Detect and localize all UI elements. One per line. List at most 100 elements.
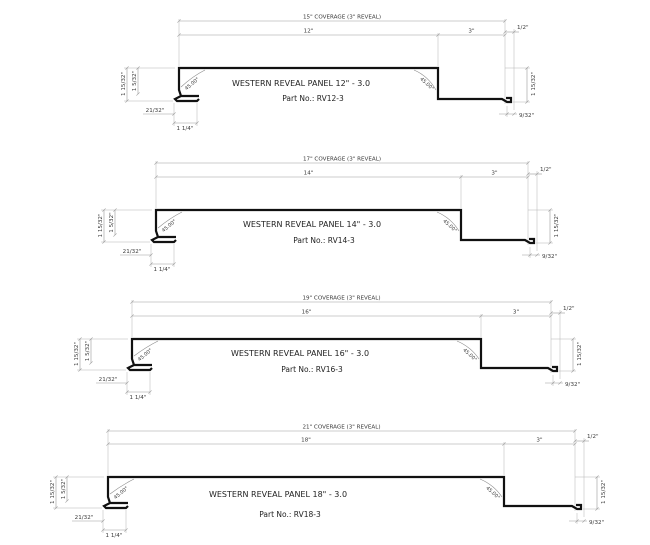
flat-width-label: 12" bbox=[304, 29, 314, 35]
panel-profile-4: 21" COVERAGE (3" REVEAL)18"3"1/2"45.00°4… bbox=[50, 425, 607, 540]
right-height-tick-top bbox=[595, 475, 599, 479]
right-height-tick-top bbox=[525, 66, 529, 70]
left-height-tick-top bbox=[125, 66, 129, 70]
left-hem-label: 21/32" bbox=[99, 377, 118, 383]
panel-title: WESTERN REVEAL PANEL 18" - 3.0 bbox=[209, 490, 347, 499]
right-angle-label: 45.00° bbox=[418, 76, 435, 92]
panel-title: WESTERN REVEAL PANEL 16" - 3.0 bbox=[231, 349, 369, 358]
left-height-label: 1 15/32" bbox=[121, 72, 127, 96]
inner-height-label: 1 5/32" bbox=[61, 478, 67, 499]
half-inch-label: 1/2" bbox=[563, 306, 575, 312]
inner-height-label: 1 5/32" bbox=[132, 70, 138, 91]
left-angle-label: 45.00° bbox=[113, 485, 130, 501]
quarter-tick-left bbox=[125, 390, 129, 394]
inner-height-tick-top bbox=[136, 66, 140, 70]
inner-height-label: 1 5/32" bbox=[85, 340, 91, 361]
right-hem-label: 9/32" bbox=[589, 520, 605, 526]
panel-profile-1: 15" COVERAGE (3" REVEAL) 12" 3" 1/2" 45.00° 4… bbox=[121, 15, 537, 133]
right-height-label: 1 15/32" bbox=[577, 342, 583, 366]
left-hem-tick bbox=[149, 253, 153, 257]
inner-height-tick-bottom bbox=[113, 233, 117, 237]
quarter-label: 1 1/4" bbox=[106, 533, 123, 539]
part-number: Part No.: RV16-3 bbox=[281, 365, 343, 374]
quarter-label: 1 1/4" bbox=[130, 395, 147, 401]
right-angle-label: 45.00° bbox=[441, 218, 458, 234]
right-angle-label: 45.00° bbox=[461, 347, 478, 363]
quarter-tick-right bbox=[195, 121, 199, 125]
right-height-label: 1 15/32" bbox=[531, 72, 537, 96]
half-inch-label: 1/2" bbox=[540, 167, 552, 173]
left-height-tick-bottom bbox=[102, 240, 106, 244]
reveal-width-label: 3" bbox=[513, 310, 520, 316]
left-height-tick-bottom bbox=[78, 368, 82, 372]
panel-profile-outline bbox=[102, 475, 583, 511]
left-height-tick-top bbox=[54, 475, 58, 479]
panel-profile-3: 19" COVERAGE (3" REVEAL)16"3"1/2"45.00°4… bbox=[74, 296, 583, 402]
quarter-tick-right bbox=[172, 262, 176, 266]
panel-title: WESTERN REVEAL PANEL 14" - 3.0 bbox=[243, 220, 381, 229]
inner-height-tick-bottom bbox=[89, 361, 93, 365]
reveal-width-label: 3" bbox=[468, 29, 475, 35]
right-angle-arc bbox=[413, 69, 437, 91]
coverage-label: 21" COVERAGE (3" REVEAL) bbox=[302, 425, 380, 431]
right-height-tick-bottom bbox=[595, 507, 599, 511]
left-angle-arc bbox=[157, 211, 183, 229]
inner-height-tick-top bbox=[65, 475, 69, 479]
inner-height-tick-top bbox=[89, 337, 93, 341]
left-height-tick-bottom bbox=[54, 506, 58, 510]
half-inch-label: 1/2" bbox=[517, 25, 529, 31]
reveal-width-label: 3" bbox=[536, 438, 543, 444]
left-angle-label: 45.00° bbox=[137, 347, 154, 363]
right-height-label: 1 15/32" bbox=[601, 480, 607, 504]
panel-title: WESTERN REVEAL PANEL 12" - 3.0 bbox=[232, 79, 370, 88]
right-angle-arc bbox=[456, 340, 480, 360]
left-hem-label: 21/32" bbox=[146, 108, 165, 114]
quarter-tick-left bbox=[149, 262, 153, 266]
right-hem-tick-right bbox=[558, 381, 562, 385]
quarter-tick-right bbox=[124, 528, 128, 532]
coverage-label: 17" COVERAGE (3" REVEAL) bbox=[303, 157, 381, 163]
quarter-tick-left bbox=[101, 528, 105, 532]
right-hem-tick-left bbox=[551, 381, 555, 385]
coverage-label: 15" COVERAGE (3" REVEAL) bbox=[303, 15, 381, 21]
right-hem-tick-right bbox=[582, 519, 586, 523]
right-hem-tick-left bbox=[575, 519, 579, 523]
left-angle-label: 45.00° bbox=[184, 76, 201, 92]
right-hem-label: 9/32" bbox=[565, 382, 581, 388]
inner-height-tick-bottom bbox=[65, 499, 69, 503]
right-height-tick-top bbox=[548, 208, 552, 212]
part-number: Part No.: RV12-3 bbox=[282, 94, 344, 103]
panel-profile-outline bbox=[173, 66, 513, 104]
right-hem-tick-right bbox=[535, 253, 539, 257]
right-angle-arc bbox=[436, 211, 460, 232]
left-hem-tick bbox=[101, 519, 105, 523]
flat-width-label: 14" bbox=[304, 171, 314, 177]
quarter-tick-right bbox=[148, 390, 152, 394]
flat-width-label: 16" bbox=[302, 310, 312, 316]
left-hem-label: 21/32" bbox=[123, 249, 142, 255]
left-hem-tick bbox=[125, 381, 129, 385]
right-height-tick-bottom bbox=[548, 241, 552, 245]
flat-width-label: 18" bbox=[301, 438, 311, 444]
left-hem-tick bbox=[172, 112, 176, 116]
left-height-tick-top bbox=[78, 337, 82, 341]
reveal-width-label: 3" bbox=[491, 171, 498, 177]
left-angle-label: 45.00° bbox=[161, 218, 178, 234]
inner-height-tick-top bbox=[113, 208, 117, 212]
inner-height-tick-bottom bbox=[136, 92, 140, 96]
right-hem-tick-left bbox=[505, 112, 509, 116]
panel-profile-2: 17" COVERAGE (3" REVEAL) 14" 3" 1/2" 45.00° 4… bbox=[98, 157, 560, 274]
right-height-label: 1 15/32" bbox=[554, 213, 560, 237]
right-height-tick-top bbox=[571, 337, 575, 341]
right-height-tick-bottom bbox=[571, 369, 575, 373]
quarter-tick-left bbox=[172, 121, 176, 125]
left-height-tick-bottom bbox=[125, 99, 129, 103]
inner-height-label: 1 5/32" bbox=[109, 212, 115, 233]
left-angle-arc bbox=[180, 69, 206, 88]
left-height-label: 1 15/32" bbox=[50, 480, 56, 504]
right-angle-arc bbox=[479, 478, 503, 498]
left-angle-arc bbox=[133, 340, 159, 357]
right-height-tick-bottom bbox=[525, 100, 529, 104]
left-height-tick-top bbox=[102, 208, 106, 212]
